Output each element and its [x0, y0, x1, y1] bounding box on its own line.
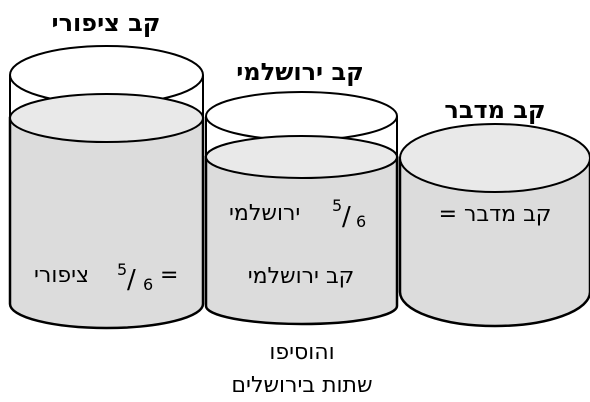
- cylinder-tzippori-title: קב ציפורי: [52, 9, 161, 37]
- cylinder-tzippori-liquid-top: [9, 93, 204, 143]
- tzippori-fraction-numerator: 5: [117, 260, 127, 279]
- midbar-equation-label: קב מדבר =: [439, 202, 552, 227]
- cylinder-tzippori-empty-wall: [9, 75, 204, 118]
- cylinder-midbar: קב מדבר קב מדבר =: [398, 96, 590, 328]
- caption-line-1: והוסיפו: [269, 340, 334, 365]
- cylinder-yerushalmi-title: קב ירושלמי: [236, 58, 364, 86]
- cylinder-yerushalmi-rim: [205, 91, 398, 141]
- cylinder-yerushalmi-liquid: [204, 155, 399, 326]
- yerushalmi-unit-label: ירושלמי: [229, 201, 300, 226]
- tzippori-equals-sign: =: [160, 263, 178, 288]
- cylinder-yerushalmi-liquid-top: [205, 135, 398, 179]
- cylinder-tzippori-liquid: [8, 116, 205, 330]
- cylinder-midbar-liquid: [398, 156, 590, 328]
- yerushalmi-fraction-numerator: 5: [332, 196, 342, 215]
- yerushalmi-line2-label: קב ירושלמי: [248, 264, 355, 289]
- cylinder-midbar-title: קב מדבר: [444, 96, 545, 124]
- caption-line-2: שתות בירושלים: [231, 373, 372, 398]
- cylinder-yerushalmi-empty-wall: [205, 116, 398, 157]
- yerushalmi-fraction-slash: /: [342, 202, 351, 232]
- cylinder-midbar-liquid-top: [399, 123, 590, 193]
- tzippori-fraction-slash: /: [127, 265, 136, 295]
- yerushalmi-fraction-denominator: 6: [356, 212, 366, 231]
- cylinder-yerushalmi: קב ירושלמי 6 / 5 ירושלמי קב ירושלמי: [204, 58, 399, 326]
- tzippori-fraction-denominator: 6: [143, 275, 153, 294]
- tzippori-unit-label: ציפורי: [34, 263, 89, 288]
- cylinder-tzippori: קב ציפורי = 6 / 5 ציפורי: [8, 9, 205, 330]
